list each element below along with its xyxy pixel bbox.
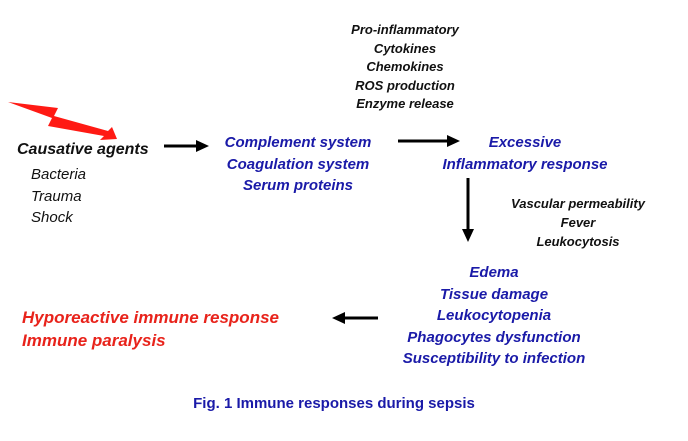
outcome-item: Leukocytopenia: [436, 307, 552, 325]
mediator-item: Chemokines: [366, 59, 444, 74]
lightning-bolt-icon: [8, 102, 117, 140]
outcome-item: Phagocytes dysfunction: [407, 328, 581, 346]
causative-item: Shock: [31, 209, 73, 226]
humoral-item: Serum proteins: [242, 177, 354, 194]
outcome-item: Edema: [469, 264, 519, 281]
mediator-item: Cytokines: [373, 40, 437, 56]
outcomes-block: Edema Tissue damage Leukocytopenia Phago…: [403, 262, 586, 370]
outcome-item: Susceptibility to infection: [402, 350, 586, 368]
effect-item: Fever: [560, 215, 596, 230]
effect-item: Leukocytosis: [536, 234, 620, 249]
arrow-outcomes-to-final: [332, 312, 378, 324]
outcome-item: Tissue damage: [439, 285, 549, 303]
final-block: Hyporeactive immune response Immune para…: [22, 306, 279, 352]
causative-item: Bacteria: [31, 166, 87, 183]
final-item: Hyporeactive immune response: [22, 308, 279, 327]
mediators-block: Pro-inflammatory Cytokines Chemokines RO…: [351, 21, 459, 114]
humoral-item: Complement system: [224, 134, 372, 151]
causative-list: Bacteria Trauma Shock: [31, 164, 86, 229]
mediator-item: ROS production: [355, 77, 455, 93]
causative-item: Trauma: [31, 187, 82, 205]
excessive-block: Excessive Inflammatory response: [442, 132, 607, 175]
humoral-block: Complement system Coagulation system Ser…: [225, 132, 372, 197]
excessive-item: Inflammatory response: [442, 155, 608, 173]
arrow-excessive-to-outcomes: [462, 178, 474, 242]
mediator-item: Enzyme release: [356, 96, 454, 111]
final-item: Immune paralysis: [22, 331, 166, 350]
arrow-causative-to-complement: [164, 140, 209, 152]
causative-heading: Causative agents: [17, 141, 149, 158]
figure-caption: Fig. 1 Immune responses during sepsis: [193, 395, 475, 412]
mediator-item: Pro-inflammatory: [351, 22, 459, 37]
effects-block: Vascular permeability Fever Leukocytosis: [511, 194, 645, 251]
effect-item: Vascular permeability: [511, 196, 645, 211]
arrow-complement-to-excessive: [398, 135, 460, 147]
excessive-item: Excessive: [488, 134, 562, 151]
humoral-item: Coagulation system: [226, 155, 370, 173]
